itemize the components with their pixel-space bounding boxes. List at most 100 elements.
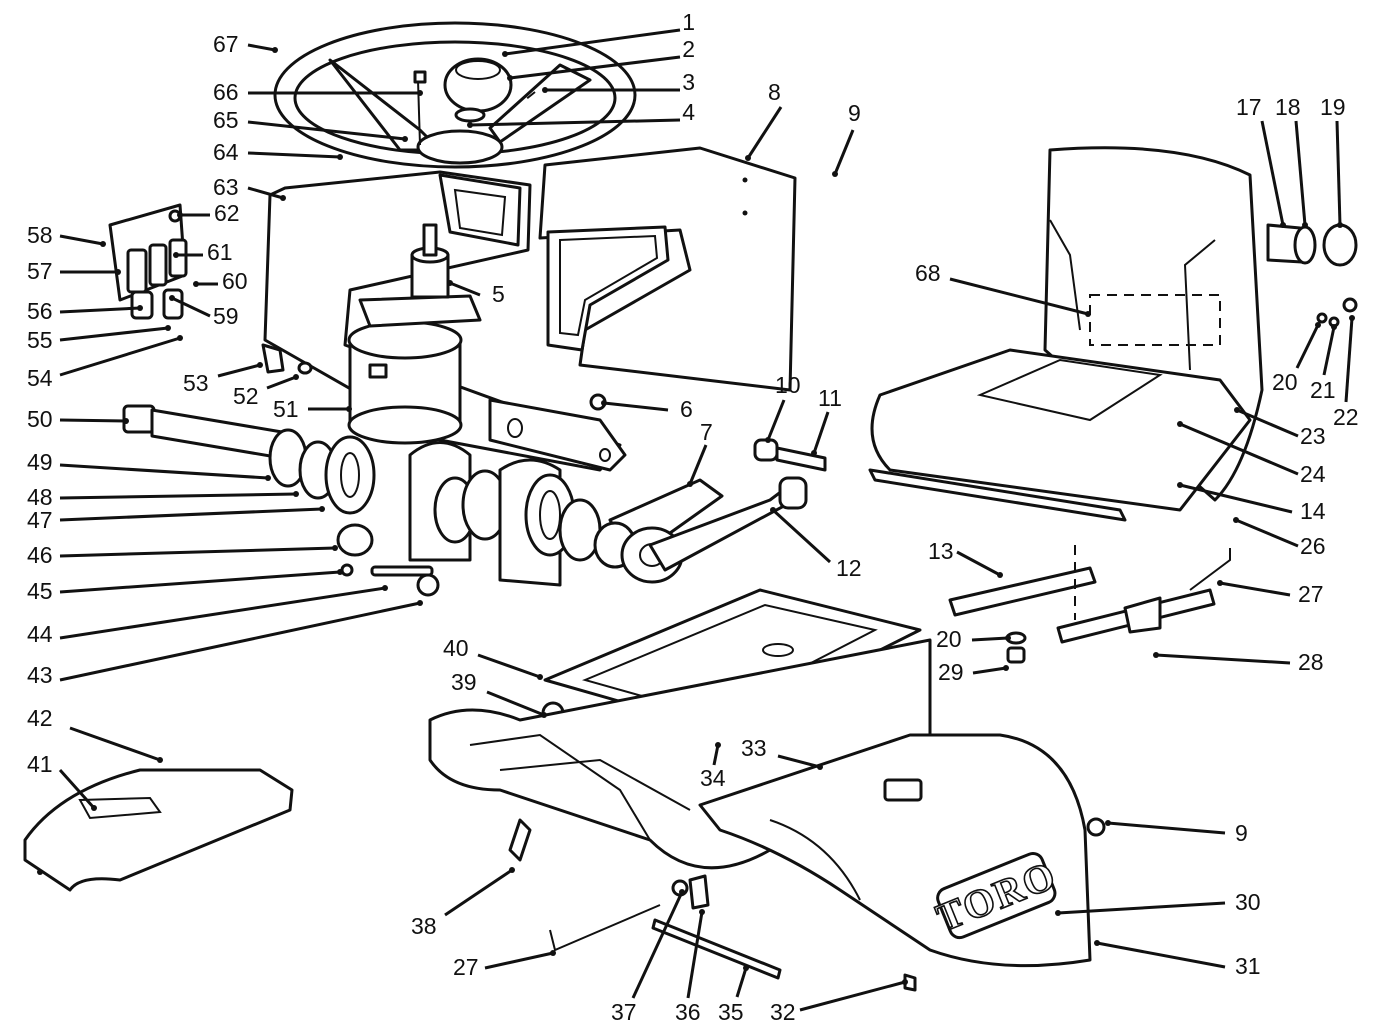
- callout-number-10: 10: [775, 372, 801, 398]
- steering-wheel: [273, 21, 637, 169]
- callout-dot-30: [1055, 910, 1061, 916]
- callout-leader-56: [59, 306, 141, 314]
- callout-leader-21: [1322, 326, 1336, 376]
- callout-number-36: 36: [675, 999, 701, 1025]
- callout-leader-50: [59, 418, 127, 423]
- callout-dot-67: [272, 47, 278, 53]
- callout-dot-23: [1234, 407, 1240, 413]
- callout-dot-14: [1177, 482, 1183, 488]
- callout-dot-52: [293, 374, 299, 380]
- callout-number-34: 34: [700, 765, 726, 791]
- callout-dot-49: [265, 475, 271, 481]
- callout-dot-21: [1331, 324, 1337, 330]
- callout-number-57: 57: [27, 258, 53, 284]
- callout-leader-37: [631, 891, 684, 999]
- callout-dot-19: [1337, 222, 1343, 228]
- callout-number-23: 23: [1300, 423, 1326, 449]
- callout-dot-4: [467, 122, 473, 128]
- callout-leader-48: [59, 492, 297, 500]
- callout-number-14: 14: [1300, 498, 1326, 524]
- callout-leader-49: [59, 463, 269, 480]
- callout-leader-55: [59, 326, 169, 342]
- callout-number-42: 42: [27, 705, 53, 731]
- callout-leader-1: [504, 28, 681, 56]
- callout-dot-11: [811, 450, 817, 456]
- callout-dot-20: [1315, 322, 1321, 328]
- callout-dot-48: [293, 491, 299, 497]
- callout-number-19: 19: [1320, 94, 1346, 120]
- callout-leader-68: [949, 277, 1089, 316]
- callout-dot-5: [447, 280, 453, 286]
- callout-leader-32: [799, 980, 906, 1012]
- seat-rails: [948, 545, 1231, 664]
- callout-leader-18: [1294, 120, 1307, 226]
- callout-leader-33: [777, 754, 821, 769]
- callout-number-50: 50: [27, 406, 53, 432]
- callout-leader-24: [1179, 422, 1299, 476]
- callout-leader-23: [1236, 408, 1299, 438]
- hood-fender: TORO: [698, 733, 1106, 992]
- callout-number-1: 1: [682, 9, 695, 35]
- callout-leader-35: [735, 967, 748, 998]
- callout-dot-12: [770, 507, 776, 513]
- callout-dot-8: [745, 155, 751, 161]
- seat: [868, 146, 1358, 522]
- callout-leader-9: [833, 129, 855, 175]
- callout-leader-5: [449, 281, 481, 297]
- callout-leader-4: [469, 118, 681, 127]
- callout-dot-9: [1105, 820, 1111, 826]
- callout-number-54: 54: [27, 365, 53, 391]
- callout-leader-43: [59, 601, 421, 682]
- callout-dot-27: [1217, 580, 1223, 586]
- callout-number-56: 56: [27, 298, 53, 324]
- callout-dot-6: [601, 400, 607, 406]
- callout-number-62: 62: [214, 200, 240, 226]
- callout-dot-9: [832, 171, 838, 177]
- callout-leader-58: [59, 234, 104, 246]
- callout-number-7: 7: [700, 419, 713, 445]
- callout-number-63: 63: [213, 174, 239, 200]
- callout-leader-27: [1219, 581, 1291, 597]
- callout-number-17: 17: [1236, 94, 1262, 120]
- callout-dot-53: [257, 362, 263, 368]
- callout-number-41: 41: [27, 751, 53, 777]
- callout-number-30: 30: [1235, 889, 1261, 915]
- callout-number-21: 21: [1310, 377, 1336, 403]
- callout-number-49: 49: [27, 449, 53, 475]
- callout-leader-26: [1235, 518, 1299, 548]
- callout-dot-20: [1005, 635, 1011, 641]
- callout-leader-53: [217, 363, 261, 378]
- callout-number-32: 32: [770, 999, 796, 1025]
- callout-dot-40: [537, 674, 543, 680]
- callout-leader-52: [266, 375, 297, 390]
- callout-number-53: 53: [183, 370, 209, 396]
- callout-number-65: 65: [213, 107, 239, 133]
- callout-dot-56: [137, 305, 143, 311]
- callout-leader-44: [59, 586, 386, 640]
- callout-number-4: 4: [682, 99, 695, 125]
- callout-number-26: 26: [1300, 533, 1326, 559]
- callout-dot-29: [1003, 665, 1009, 671]
- callout-dot-27: [550, 950, 556, 956]
- callout-dot-64: [337, 154, 343, 160]
- callout-dot-17: [1280, 222, 1286, 228]
- callout-leader-7: [688, 444, 708, 485]
- callout-leader-9: [1107, 821, 1226, 835]
- callout-number-28: 28: [1298, 649, 1324, 675]
- callout-dot-60: [193, 281, 199, 287]
- callout-leader-39: [486, 690, 545, 717]
- callout-number-55: 55: [27, 327, 53, 353]
- callout-number-27: 27: [453, 954, 479, 980]
- callout-number-43: 43: [27, 662, 53, 688]
- callout-number-66: 66: [213, 79, 239, 105]
- callout-leader-42: [69, 726, 161, 762]
- callout-dot-66: [417, 90, 423, 96]
- callout-dot-50: [123, 418, 129, 424]
- callout-dot-22: [1349, 315, 1355, 321]
- callout-leader-45: [59, 570, 341, 594]
- callout-leader-17: [1260, 120, 1285, 226]
- callout-number-45: 45: [27, 578, 53, 604]
- callout-dot-34: [715, 742, 721, 748]
